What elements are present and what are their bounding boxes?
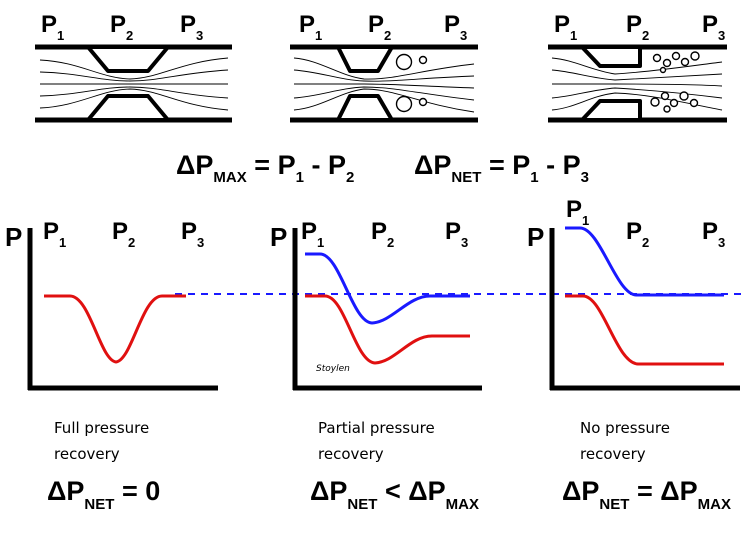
stenosis-lower — [580, 99, 642, 122]
graph-no-recovery: P P1 P2 P3 — [527, 196, 740, 391]
flow-streamlines — [39, 57, 229, 111]
stenosis-lower — [86, 94, 170, 122]
top-tap-labels: P1 P2 P3 P1 P2 P3 P1 P2 P3 — [41, 11, 725, 43]
formula-delta-p-max: ΔPMAX = P1 - P2 — [176, 150, 354, 186]
tap-label-p1: P1 — [301, 218, 324, 250]
graph-partial-recovery: P Stoylen P1 P2 P3 — [270, 218, 482, 391]
caption-line1: No pressure — [580, 419, 670, 437]
stenosis-schematic-full-recovery — [35, 44, 232, 123]
caption-line2: recovery — [54, 445, 120, 463]
upstream-pressure-curve — [565, 226, 724, 297]
pressure-curve — [44, 294, 186, 364]
stenosis-upper — [580, 45, 642, 68]
tap-label-p1: P1 — [43, 218, 66, 250]
tap-label-p3: P3 — [181, 218, 204, 250]
tap-label-p3: P3 — [702, 11, 725, 43]
result-equation-none: ΔPNET = ΔPMAX — [562, 476, 731, 513]
pressure-curve — [565, 294, 724, 366]
stenosis-schematic-no-recovery — [548, 44, 727, 123]
tap-label-p1: P1 — [299, 11, 322, 43]
axis-label-p: P — [5, 222, 22, 252]
upstream-pressure-curve — [305, 252, 470, 325]
stenosis-schematic-partial-recovery — [290, 44, 478, 123]
tap-label-p3: P3 — [180, 11, 203, 43]
tap-label-p2: P2 — [626, 11, 649, 43]
tap-label-p1: P1 — [554, 11, 577, 43]
tap-label-p1: P1 — [566, 196, 589, 228]
tap-label-p3: P3 — [445, 218, 468, 250]
caption-line1: Full pressure — [54, 419, 149, 437]
caption-line2: recovery — [318, 445, 384, 463]
tap-label-p2: P2 — [371, 218, 394, 250]
tap-label-p3: P3 — [702, 218, 725, 250]
caption-line1: Partial pressure — [318, 419, 435, 437]
tap-label-p2: P2 — [110, 11, 133, 43]
tap-label-p2: P2 — [112, 218, 135, 250]
pressure-curve — [305, 294, 470, 365]
stenosis-upper — [86, 45, 170, 73]
flow-streamlines — [293, 57, 475, 113]
formula-delta-p-net: ΔPNET = P1 - P3 — [414, 150, 589, 186]
axis-label-p: P — [270, 222, 287, 252]
result-equation-partial: ΔPNET < ΔPMAX — [310, 476, 479, 513]
graph-tap-labels: P1 P2 P3 — [43, 218, 204, 250]
stenosis-upper — [336, 45, 394, 73]
tap-label-p2: P2 — [368, 11, 391, 43]
turbulence-bubbles — [650, 51, 700, 113]
graph-full-recovery: P P1 P2 P3 — [5, 218, 218, 391]
tap-label-p1: P1 — [41, 11, 64, 43]
caption-line2: recovery — [580, 445, 646, 463]
tap-label-p2: P2 — [626, 218, 649, 250]
result-equation-full: ΔPNET = 0 — [47, 476, 160, 513]
stenosis-lower — [336, 94, 394, 122]
turbulence-bubbles — [395, 53, 428, 113]
graph-tap-labels: P1 P2 P3 — [566, 196, 725, 250]
watermark-signature: Stoylen — [316, 364, 350, 374]
graph-tap-labels: P1 P2 P3 — [301, 218, 468, 250]
tap-label-p3: P3 — [444, 11, 467, 43]
flow-streamlines — [551, 57, 723, 111]
axis-label-p: P — [527, 222, 544, 252]
